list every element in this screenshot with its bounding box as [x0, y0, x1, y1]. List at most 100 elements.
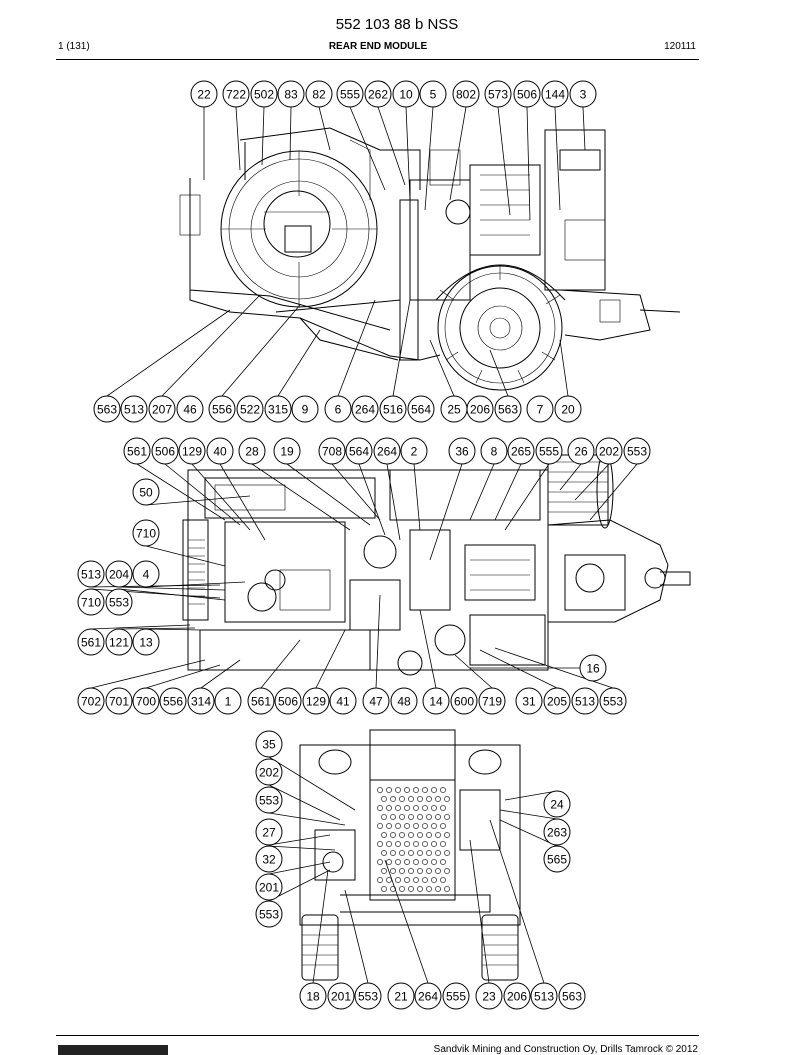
top-view-drawing [182, 451, 691, 676]
svg-text:553: 553 [259, 908, 279, 922]
grille-hole [404, 859, 410, 865]
side-view-callout: 206 [466, 395, 494, 423]
grille-hole [417, 832, 423, 838]
svg-text:204: 204 [109, 568, 129, 582]
rear-view-callout: 563 [558, 982, 586, 1010]
side-view-callout: 513 [120, 395, 148, 423]
svg-text:48: 48 [397, 695, 411, 709]
grille-hole [381, 886, 387, 892]
side-view-leader-line [221, 304, 301, 397]
top-view-leader-line [118, 627, 196, 630]
svg-text:506: 506 [278, 695, 298, 709]
side-view-leader-line [106, 309, 231, 397]
svg-text:3: 3 [580, 88, 587, 102]
top-view-leader-line [260, 639, 301, 689]
grille-hole [431, 877, 437, 883]
sandvik-logo [58, 1045, 168, 1055]
side-view-leader-line [261, 106, 265, 166]
rear-view-leader-line [384, 859, 429, 984]
side-view-callout: 22 [190, 80, 218, 108]
side-view-callout: 502 [250, 80, 278, 108]
side-view-leader-line [526, 106, 531, 221]
side-view-leader-line [405, 106, 411, 201]
grille-hole [413, 805, 419, 811]
top-view-leader-line [559, 463, 582, 491]
grille-hole [404, 841, 410, 847]
grille-hole [417, 796, 423, 802]
grille-hole [413, 841, 419, 847]
side-view-leader-line [489, 349, 509, 397]
side-view-callout: 563 [93, 395, 121, 423]
grille-hole [395, 787, 401, 793]
svg-text:24: 24 [550, 798, 564, 812]
svg-text:314: 314 [191, 695, 211, 709]
top-view-callout: 31 [515, 687, 543, 715]
side-view-callout: 7 [526, 395, 554, 423]
svg-text:23: 23 [482, 990, 496, 1004]
top-view-callout: 553 [623, 437, 651, 465]
side-view-callout: 20 [554, 395, 582, 423]
top-view-leader-line [251, 463, 351, 531]
grille-hole [395, 823, 401, 829]
top-view-callout: 14 [422, 687, 450, 715]
top-view-callout: 564 [345, 437, 373, 465]
side-view-callout: 564 [407, 395, 435, 423]
rear-view-leader-line [268, 784, 341, 821]
svg-text:82: 82 [312, 88, 326, 102]
svg-text:5: 5 [430, 88, 437, 102]
top-view-leader-line [90, 659, 206, 689]
side-view-callout: 802 [452, 80, 480, 108]
top-view-callout: 265 [507, 437, 535, 465]
top-view-callout: 506 [274, 687, 302, 715]
leader-lines [90, 106, 638, 984]
grille-hole [408, 886, 414, 892]
grille-hole [426, 832, 432, 838]
top-view-leader-line [145, 545, 226, 567]
side-view-callout: 262 [364, 80, 392, 108]
top-view-leader-line [145, 628, 201, 631]
top-view-leader-line [469, 463, 495, 521]
svg-text:502: 502 [254, 88, 274, 102]
side-view-callout: 522 [236, 395, 264, 423]
svg-text:13: 13 [139, 636, 153, 650]
grille-hole [377, 787, 383, 793]
svg-text:555: 555 [539, 445, 559, 459]
top-view-leader-line [191, 463, 251, 531]
grille-hole [408, 814, 414, 820]
svg-text:121: 121 [109, 636, 129, 650]
grille-hole [440, 877, 446, 883]
svg-text:129: 129 [306, 695, 326, 709]
rear-view-leader-line [268, 861, 331, 875]
grille-hole [404, 877, 410, 883]
rear-view-leader-line [469, 839, 490, 984]
side-view-leader-line [377, 106, 406, 186]
top-view-callout: 8 [480, 437, 508, 465]
svg-text:201: 201 [259, 881, 279, 895]
grille-hole [377, 805, 383, 811]
svg-text:21: 21 [394, 990, 408, 1004]
footer-divider [56, 1035, 699, 1036]
grille-hole [444, 796, 450, 802]
grille-hole [440, 859, 446, 865]
top-view-leader-line [386, 463, 401, 541]
grille-hole [377, 877, 383, 883]
svg-text:564: 564 [411, 403, 431, 417]
svg-text:8: 8 [491, 445, 498, 459]
svg-text:19: 19 [280, 445, 294, 459]
top-view-callout: 16 [579, 654, 607, 682]
top-view-callout: 205 [543, 687, 571, 715]
side-view-callout: 722 [222, 80, 250, 108]
svg-text:555: 555 [446, 990, 466, 1004]
svg-text:264: 264 [418, 990, 438, 1004]
grille-hole [431, 823, 437, 829]
svg-text:31: 31 [522, 695, 536, 709]
side-view-callout: 6 [324, 395, 352, 423]
grille-hole [399, 850, 405, 856]
rear-view-drawing [299, 729, 521, 981]
rear-view-callout: 555 [442, 982, 470, 1010]
svg-text:36: 36 [455, 445, 469, 459]
side-view-leader-line [161, 294, 261, 397]
svg-text:18: 18 [306, 990, 320, 1004]
svg-text:25: 25 [447, 403, 461, 417]
